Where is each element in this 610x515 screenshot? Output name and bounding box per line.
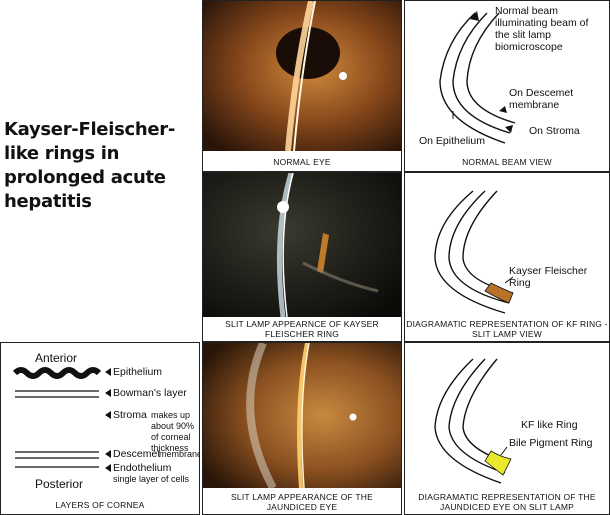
label-bile-pigment-ring: Bile Pigment Ring (509, 437, 593, 449)
label-on-stroma: On Stroma (529, 125, 580, 137)
jaundiced-slit-lamp-photo (203, 343, 401, 488)
label-kf-ring: Kayser Fleischer Ring (509, 265, 588, 289)
normal-eye-photo (203, 1, 401, 151)
layers-caption: LAYERS OF CORNEA (55, 500, 145, 510)
label-descemet: Descemet (113, 448, 161, 460)
normal-beam-diagram (439, 11, 516, 144)
label-on-epithelium: On Epithelium (419, 135, 485, 147)
normal-eye-caption: NORMAL EYE (273, 157, 331, 167)
normal-beam-caption: NORMAL BEAM VIEW (462, 157, 552, 167)
label-normal-beam: Normal beam illuminating beam of the sli… (495, 5, 589, 53)
kf-diagram-panel: Kayser Fleischer Ring DIAGRAMATIC REPRES… (404, 172, 610, 342)
label-stroma: Stroma (113, 409, 147, 421)
label-kf-like-ring: KF like Ring (521, 419, 578, 431)
label-posterior: Posterior (35, 477, 84, 491)
label-endothelium-detail: single layer of cells (113, 474, 190, 484)
figure-title: Kayser-Fleischer-like rings in prolonged… (4, 119, 176, 212)
jaundiced-photo-panel: SLIT LAMP APPEARANCE OF THE JAUNDICED EY… (202, 342, 402, 515)
cornea-layers-diagram (12, 367, 111, 472)
jaundiced-diagram-panel: KF like Ring Bile Pigment Ring DIAGRAMAT… (404, 342, 610, 515)
jaundiced-ring-diagram (434, 358, 512, 484)
label-descemet-membrane: membrane (159, 449, 200, 459)
normal-beam-panel: Normal beam illuminating beam of the sli… (404, 0, 610, 172)
label-anterior: Anterior (35, 351, 78, 365)
kf-ring-mark (484, 282, 514, 304)
kf-ring-diagram (434, 190, 514, 314)
label-bowman: Bowman's layer (113, 387, 187, 399)
kf-photo-panel: SLIT LAMP APPEARNCE OF KAYSER FLEISCHER … (202, 172, 402, 342)
jaundiced-photo-caption: SLIT LAMP APPEARANCE OF THE JAUNDICED EY… (231, 492, 373, 512)
kf-photo-caption: SLIT LAMP APPEARNCE OF KAYSER FLEISCHER … (225, 319, 379, 339)
bile-pigment-ring-mark (484, 450, 512, 476)
label-on-descemet: On Descemet membrane (509, 87, 574, 111)
cornea-layers-panel: Anterior Epithelium Bowman's layer Strom… (0, 342, 200, 515)
kf-diagram-caption: DIAGRAMATIC REPRESENTATION OF KF RING - … (406, 319, 608, 339)
label-endothelium: Endothelium (113, 462, 172, 474)
label-stroma-detail: makes up about 90% of corneal thickness (151, 410, 195, 453)
jaundiced-diagram-caption: DIAGRAMATIC REPRESENTATION OF THE JAUNDI… (418, 492, 596, 512)
label-epithelium: Epithelium (113, 366, 163, 378)
kf-slit-lamp-photo (203, 173, 401, 317)
normal-eye-panel: NORMAL EYE (202, 0, 402, 172)
